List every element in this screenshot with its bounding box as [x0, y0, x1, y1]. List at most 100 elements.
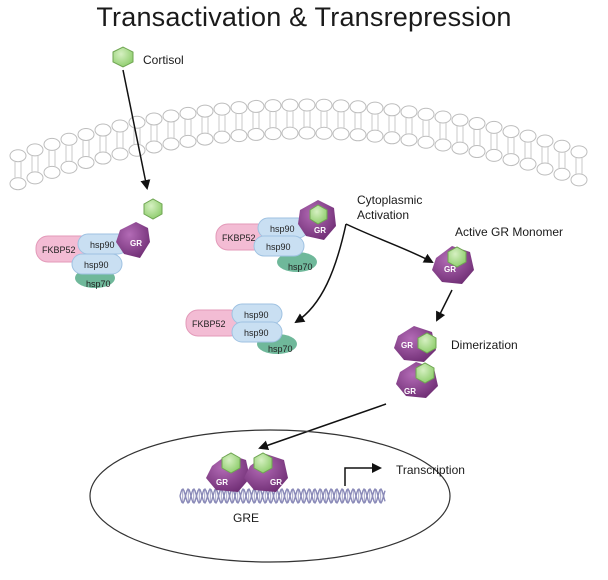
gr-label: GR [270, 478, 282, 487]
lipid-head [468, 117, 486, 131]
lipid-head [434, 110, 452, 124]
gr-receptor [116, 222, 150, 258]
diagram-title: Transactivation & Transrepression [96, 2, 512, 32]
lipid-head [145, 140, 163, 154]
lipid-head [417, 135, 435, 149]
lipid-head [349, 100, 367, 114]
dimerization-arrow [436, 289, 453, 322]
hsp70-label: hsp70 [288, 262, 313, 272]
lipid-head [451, 113, 469, 127]
gr-label: GR [314, 226, 326, 235]
cortisol-molecule [221, 452, 241, 474]
lipid-head [298, 98, 316, 112]
lipid-head [43, 165, 61, 179]
hsp90-label: hsp90 [244, 328, 269, 338]
gr-label: GR [401, 341, 413, 350]
lipid-head [553, 167, 571, 181]
nuclear-translocation-arrow [258, 403, 387, 451]
lipid-head [26, 171, 44, 185]
lipid-head [536, 134, 554, 148]
lipid-head [179, 134, 197, 148]
cell-membrane [9, 98, 588, 191]
gr-label: GR [444, 265, 456, 274]
hsp90-label: hsp90 [90, 240, 115, 250]
lipid-head [570, 173, 588, 187]
hsp90-protein [231, 321, 283, 343]
lipid-head [43, 137, 61, 151]
gr-dimer-bound-dna: GR GR [206, 452, 288, 492]
lipid-head [60, 160, 78, 174]
cortisol-molecule [417, 332, 437, 354]
cortisol-molecule [112, 46, 134, 68]
lipid-head [332, 99, 350, 113]
lipid-head [553, 139, 571, 153]
lipid-head [281, 98, 299, 112]
gr-label: GR [130, 239, 142, 248]
lipid-head [213, 102, 231, 116]
lipid-head [281, 126, 299, 140]
lipid-head [400, 133, 418, 147]
cortisol-molecule [309, 204, 328, 225]
lipid-head [145, 112, 163, 126]
lipid-head [60, 132, 78, 146]
lipid-head [230, 101, 248, 115]
hsp90-label: hsp90 [84, 260, 109, 270]
lipid-head [451, 141, 469, 155]
lipid-head [128, 143, 146, 157]
lipid-head [366, 129, 384, 143]
lipid-head [468, 145, 486, 159]
dna-backbone [179, 488, 386, 504]
lipid-head [26, 143, 44, 157]
lipid-head [196, 104, 214, 118]
lipid-head [230, 129, 248, 143]
lipid-head [264, 99, 282, 113]
gre-label: GRE [233, 511, 259, 525]
nucleus [89, 429, 451, 563]
lipid-head [9, 149, 27, 163]
lipid-head [536, 162, 554, 176]
cortisol-molecule [415, 362, 435, 384]
lipid-head [162, 109, 180, 123]
cortisol-label: Cortisol [143, 53, 184, 67]
cytoplasmic-activation-label-line2: Activation [357, 208, 409, 222]
lipid-head [247, 127, 265, 141]
lipid-head [332, 127, 350, 141]
fkbp52-label: FKBP52 [222, 233, 256, 243]
lipid-head [315, 98, 333, 112]
lipid-head [196, 132, 214, 146]
dimerization-label: Dimerization [451, 338, 518, 352]
lipid-head [213, 130, 231, 144]
lipid-head [77, 155, 95, 169]
lipid-head [485, 148, 503, 162]
lipid-head [383, 103, 401, 117]
lipid-head [111, 147, 129, 161]
lipid-head [485, 120, 503, 134]
lipid-head [94, 151, 112, 165]
hsp90-label: hsp90 [270, 224, 295, 234]
hsp90-protein [253, 235, 305, 257]
active-gr-monomer: GR [432, 246, 474, 284]
inactive-gr-complex-middle: FKBP52 hsp70 hsp90 hsp90 GR [215, 200, 336, 272]
gr-dimer: GR GR [394, 326, 438, 398]
lipid-head [519, 129, 537, 143]
lipid-head [400, 105, 418, 119]
fkbp52-label: FKBP52 [192, 319, 226, 329]
released-chaperone-complex: FKBP52 hsp70 hsp90 hsp90 [185, 303, 297, 354]
hsp70-protein [277, 252, 317, 272]
lipid-head [383, 131, 401, 145]
hsp90-protein [71, 253, 123, 275]
gr-label: GR [404, 387, 416, 396]
lipid-head [519, 157, 537, 171]
gr-label: GR [216, 478, 228, 487]
hsp90-label: hsp90 [244, 310, 269, 320]
transcription-label: Transcription [396, 463, 465, 477]
lipid-head [162, 137, 180, 151]
cytoplasmic-activation-label-line1: Cytoplasmic [357, 193, 422, 207]
activation-arrow-to-chaperones [294, 223, 347, 324]
lipid-head [349, 128, 367, 142]
lipid-head [179, 106, 197, 120]
lipid-head [434, 138, 452, 152]
lipid-head [417, 107, 435, 121]
lipid-head [94, 123, 112, 137]
